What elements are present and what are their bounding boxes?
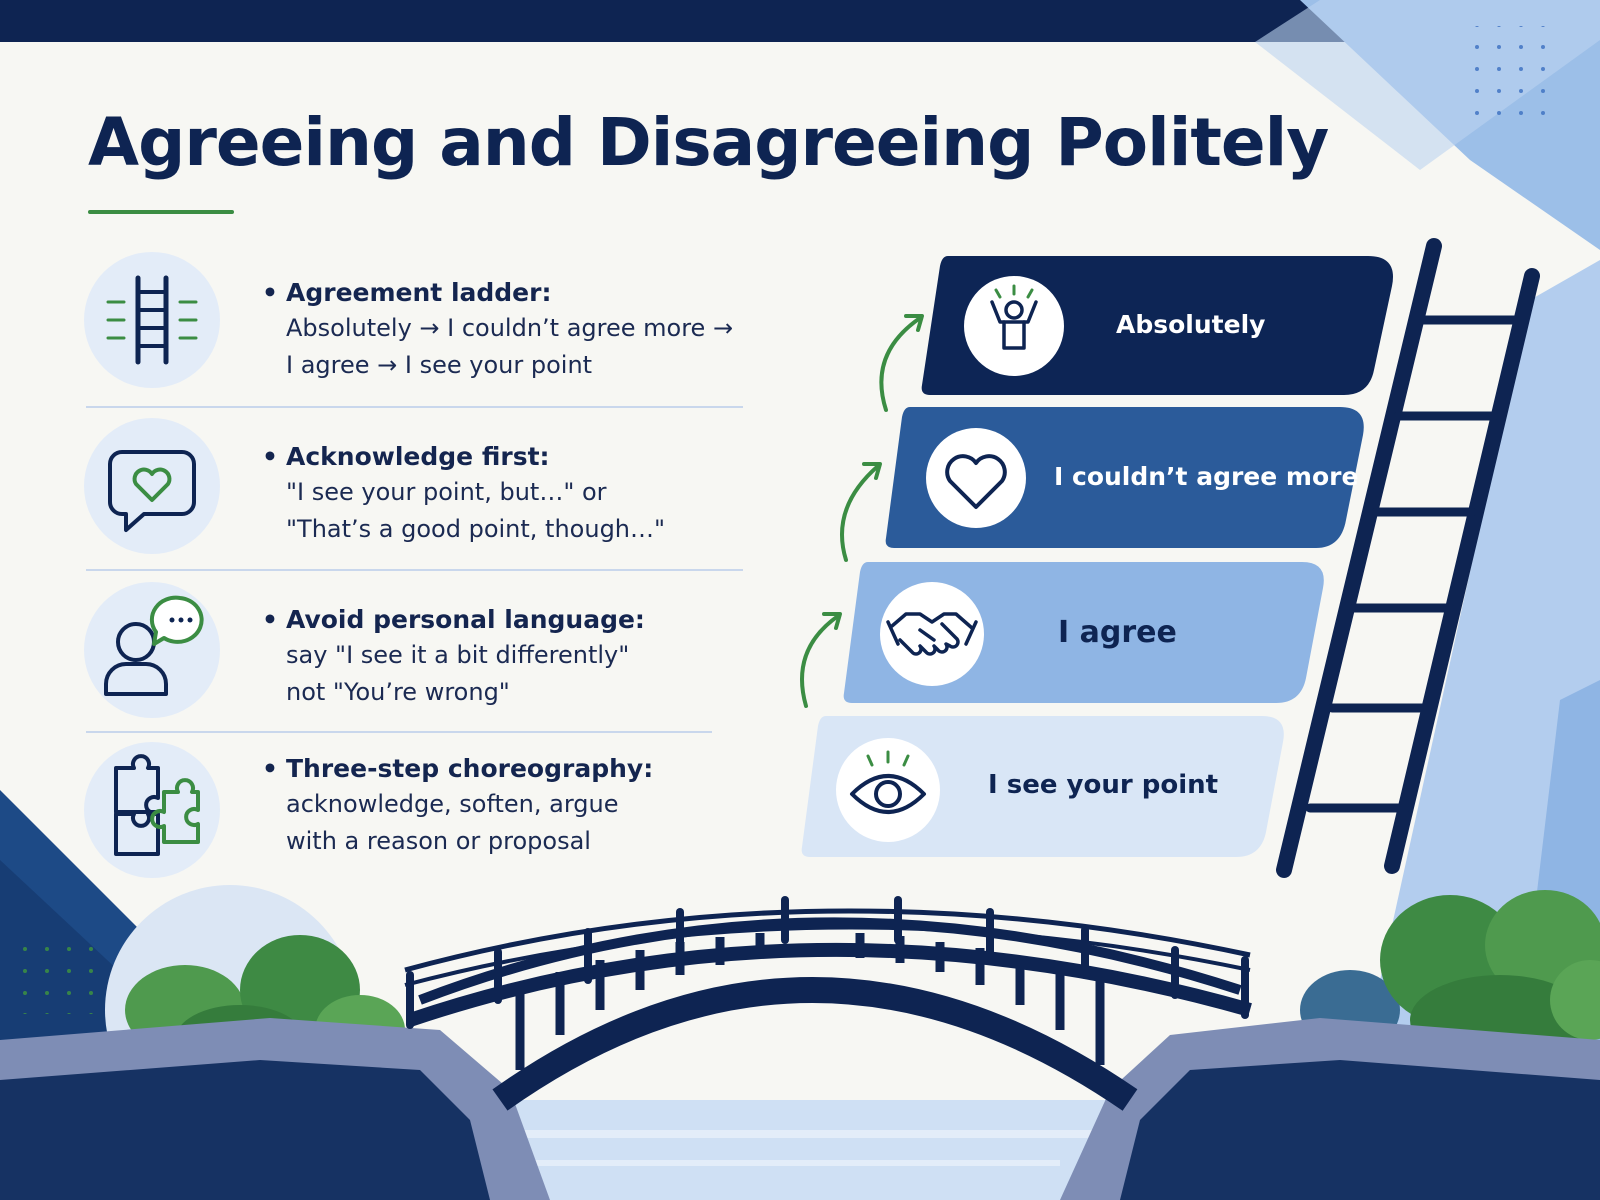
step-label-see-your-point: I see your point xyxy=(988,770,1219,800)
tip-three-step-choreography: • Three-step choreography: acknowledge, s… xyxy=(262,752,762,860)
bullet: • xyxy=(262,442,278,471)
ladder-illustration xyxy=(1276,238,1540,878)
tip-acknowledge-first: • Acknowledge first: "I see your point, b… xyxy=(262,440,762,548)
step-label-absolutely: Absolutely xyxy=(1116,310,1266,339)
title-underline xyxy=(88,210,234,214)
page-title: Agreeing and Disagreeing Politely xyxy=(88,104,1329,181)
bullet: • xyxy=(262,754,278,783)
tip-line: say "I see it a bit differently" xyxy=(286,641,630,669)
tip-line: I agree → I see your point xyxy=(286,351,593,379)
person-chat-icon xyxy=(84,582,220,718)
tip-avoid-personal-language: • Avoid personal language: say "I see it … xyxy=(262,603,762,711)
tip-line: not "You’re wrong" xyxy=(286,678,510,706)
puzzle-icon xyxy=(84,742,220,878)
ladder-step-couldnt-agree-more xyxy=(885,407,1364,548)
ladder-step-absolutely xyxy=(921,256,1393,395)
ladder-step-see-your-point xyxy=(801,716,1284,857)
step-label-couldnt-agree-more: I couldn’t agree more xyxy=(1054,462,1359,491)
eye-icon xyxy=(850,774,926,814)
tip-heading: Acknowledge first: xyxy=(286,442,550,471)
ladder-step-agree xyxy=(843,562,1324,703)
bullet: • xyxy=(262,605,278,634)
step-up-arrows xyxy=(800,314,924,708)
heart-icon xyxy=(945,454,1007,509)
cheering-person-icon xyxy=(990,300,1038,350)
handshake-icon xyxy=(886,612,978,656)
tip-line: with a reason or proposal xyxy=(286,827,591,855)
ladder-icon xyxy=(84,252,220,388)
tip-line: "That’s a good point, though…" xyxy=(286,515,666,543)
step-label-agree: I agree xyxy=(1058,615,1177,650)
tip-line: "I see your point, but…" or xyxy=(286,478,607,506)
tip-agreement-ladder: • Agreement ladder: Absolutely → I couldn… xyxy=(262,276,762,384)
bullet: • xyxy=(262,278,278,307)
tip-heading: Avoid personal language: xyxy=(286,605,645,634)
tip-line: Absolutely → I couldn’t agree more → xyxy=(286,314,734,342)
speech-heart-icon xyxy=(84,418,220,554)
tip-heading: Agreement ladder: xyxy=(286,278,552,307)
tip-line: acknowledge, soften, argue xyxy=(286,790,619,818)
tip-heading: Three-step choreography: xyxy=(286,754,654,783)
